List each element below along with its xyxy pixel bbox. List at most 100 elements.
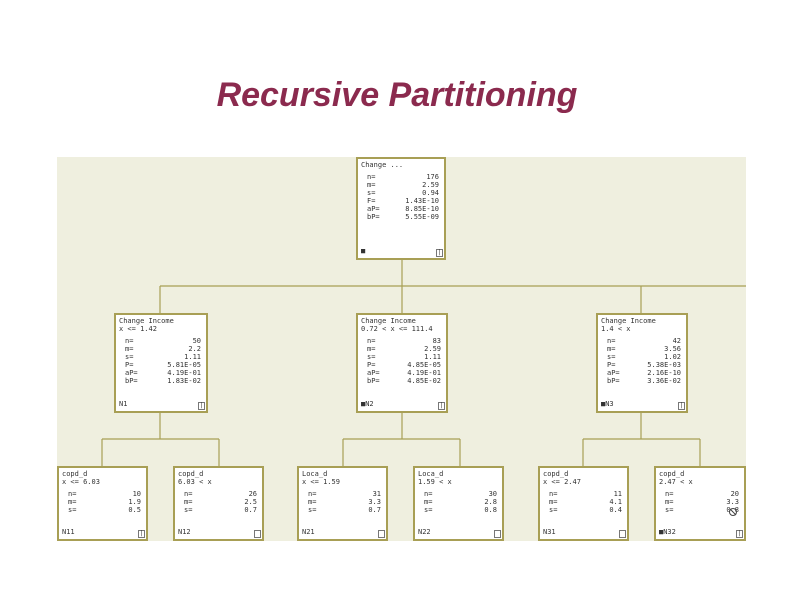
tree-node-n2[interactable]: Change Income 0.72 < x <= 111.4 n=83 m=2…: [356, 313, 448, 413]
node-label: N22: [418, 528, 431, 536]
expand-toggle-icon[interactable]: [378, 530, 385, 538]
node-stats: n=30 m=2.8 s=0.8: [424, 490, 499, 514]
expand-toggle-icon[interactable]: |: [736, 530, 743, 538]
cursor-icon: [729, 508, 737, 516]
node-split: x <= 6.03: [62, 478, 100, 486]
stat-value: 0.8: [484, 506, 497, 514]
stat-value: 1.02: [664, 353, 681, 361]
node-header: Change ...: [361, 161, 404, 169]
node-label: N12: [178, 528, 191, 536]
stat-value: 3.36E-02: [647, 377, 681, 385]
node-split: 2.47 < x: [659, 478, 693, 486]
stat-key: s=: [424, 506, 433, 514]
expand-toggle-icon[interactable]: |: [678, 402, 685, 410]
stat-value: 20: [730, 490, 739, 498]
node-stats: n=50 m=2.2 s=1.11 P=5.81E-05 aP=4.19E-01…: [125, 337, 203, 385]
tree-node-n3[interactable]: Change Income 1.4 < x n=42 m=3.56 s=1.02…: [596, 313, 688, 413]
node-header: Loca_d: [418, 470, 444, 478]
tree-node-n32[interactable]: copd_d 2.47 < x n=20 m=3.3 s=0.8 ■N32 |: [654, 466, 746, 541]
tree-node-n11[interactable]: copd_d x <= 6.03 n=10 m=1.9 s=0.5 N11 |: [57, 466, 148, 541]
node-stats: n=31 m=3.3 s=0.7: [308, 490, 383, 514]
stat-value: 2.16E-10: [647, 369, 681, 377]
node-split: 1.4 < x: [601, 325, 631, 333]
node-stats: n=42 m=3.56 s=1.02 P=5.38E-03 aP=2.16E-1…: [607, 337, 683, 385]
node-label: N31: [543, 528, 556, 536]
node-split: 1.59 < x: [418, 478, 452, 486]
stat-value: 176: [426, 173, 439, 181]
stat-key: n=: [367, 173, 376, 181]
stat-key: m=: [367, 181, 376, 189]
tree-connectors: [101, 260, 746, 466]
tree-node-n31[interactable]: copd_d x <= 2.47 n=11 m=4.1 s=0.4 N31: [538, 466, 629, 541]
stat-key: aP=: [607, 369, 620, 377]
stat-value: 0.4: [609, 506, 622, 514]
expand-toggle-icon[interactable]: |: [198, 402, 205, 410]
node-header: Loca_d: [302, 470, 328, 478]
stat-value: 0.5: [128, 506, 141, 514]
tree-node-n1[interactable]: Change Income x <= 1.42 n=50 m=2.2 s=1.1…: [114, 313, 208, 413]
node-header: Change Income: [601, 317, 656, 325]
stat-value: 3.3: [368, 498, 381, 506]
stat-key: bP=: [125, 377, 138, 385]
expand-toggle-icon[interactable]: [494, 530, 501, 538]
stat-key: P=: [367, 361, 376, 369]
stat-key: m=: [68, 498, 77, 506]
node-icon: ■: [659, 528, 664, 536]
stat-key: aP=: [125, 369, 138, 377]
stat-value: 50: [192, 337, 201, 345]
node-split: x <= 1.59: [302, 478, 340, 486]
node-stats: n=20 m=3.3 s=0.8: [665, 490, 741, 514]
stat-key: m=: [125, 345, 134, 353]
stat-key: n=: [308, 490, 317, 498]
stat-key: s=: [125, 353, 134, 361]
tree-node-n12[interactable]: copd_d 6.03 < x n=26 m=2.5 s=0.7 N12: [173, 466, 264, 541]
expand-toggle-icon[interactable]: [254, 530, 261, 538]
stat-value: 10: [132, 490, 141, 498]
node-label: ■N2: [361, 400, 374, 408]
stat-value: 42: [672, 337, 681, 345]
tree-node-n22[interactable]: Loca_d 1.59 < x n=30 m=2.8 s=0.8 N22: [413, 466, 504, 541]
stat-value: 1.43E-10: [405, 197, 439, 205]
node-label: N11: [62, 528, 75, 536]
stat-key: bP=: [367, 377, 380, 385]
node-stats: n=11 m=4.1 s=0.4: [549, 490, 624, 514]
stat-value: 3.56: [664, 345, 681, 353]
page-title: Recursive Partitioning: [216, 76, 578, 114]
tree-node-root[interactable]: Change ... n=176 m=2.59 s=0.94 F=1.43E-1…: [356, 157, 446, 260]
expand-toggle-icon[interactable]: |: [436, 249, 443, 257]
stat-key: s=: [665, 506, 674, 514]
stat-key: n=: [607, 337, 616, 345]
stat-key: m=: [184, 498, 193, 506]
stat-value: 30: [488, 490, 497, 498]
stat-key: m=: [367, 345, 376, 353]
stat-key: s=: [308, 506, 317, 514]
node-header: Change Income: [119, 317, 174, 325]
expand-toggle-icon[interactable]: |: [438, 402, 445, 410]
stat-value: 26: [248, 490, 257, 498]
stat-value: 4.19E-01: [407, 369, 441, 377]
node-header: Change Income: [361, 317, 416, 325]
stat-key: n=: [549, 490, 558, 498]
expand-toggle-icon[interactable]: [619, 530, 626, 538]
node-stats: n=176 m=2.59 s=0.94 F=1.43E-10 aP=8.85E-…: [367, 173, 441, 221]
stat-key: s=: [607, 353, 616, 361]
stat-value: 0.94: [422, 189, 439, 197]
stat-value: 83: [432, 337, 441, 345]
stat-value: 3.3: [726, 498, 739, 506]
node-split: x <= 1.42: [119, 325, 157, 333]
stat-value: 0.7: [244, 506, 257, 514]
expand-toggle-icon[interactable]: |: [138, 530, 145, 538]
stat-key: bP=: [367, 213, 380, 221]
node-header: copd_d: [659, 470, 685, 478]
node-label-text: N3: [605, 400, 614, 408]
stat-value: 11: [613, 490, 622, 498]
stat-value: 1.9: [128, 498, 141, 506]
node-stats: n=26 m=2.5 s=0.7: [184, 490, 259, 514]
stat-value: 2.2: [188, 345, 201, 353]
stat-key: F=: [367, 197, 376, 205]
node-header: copd_d: [543, 470, 569, 478]
node-icon: ■: [361, 247, 366, 255]
tree-node-n21[interactable]: Loca_d x <= 1.59 n=31 m=3.3 s=0.7 N21: [297, 466, 388, 541]
stat-value: 2.59: [424, 345, 441, 353]
node-label: ■N32: [659, 528, 676, 536]
